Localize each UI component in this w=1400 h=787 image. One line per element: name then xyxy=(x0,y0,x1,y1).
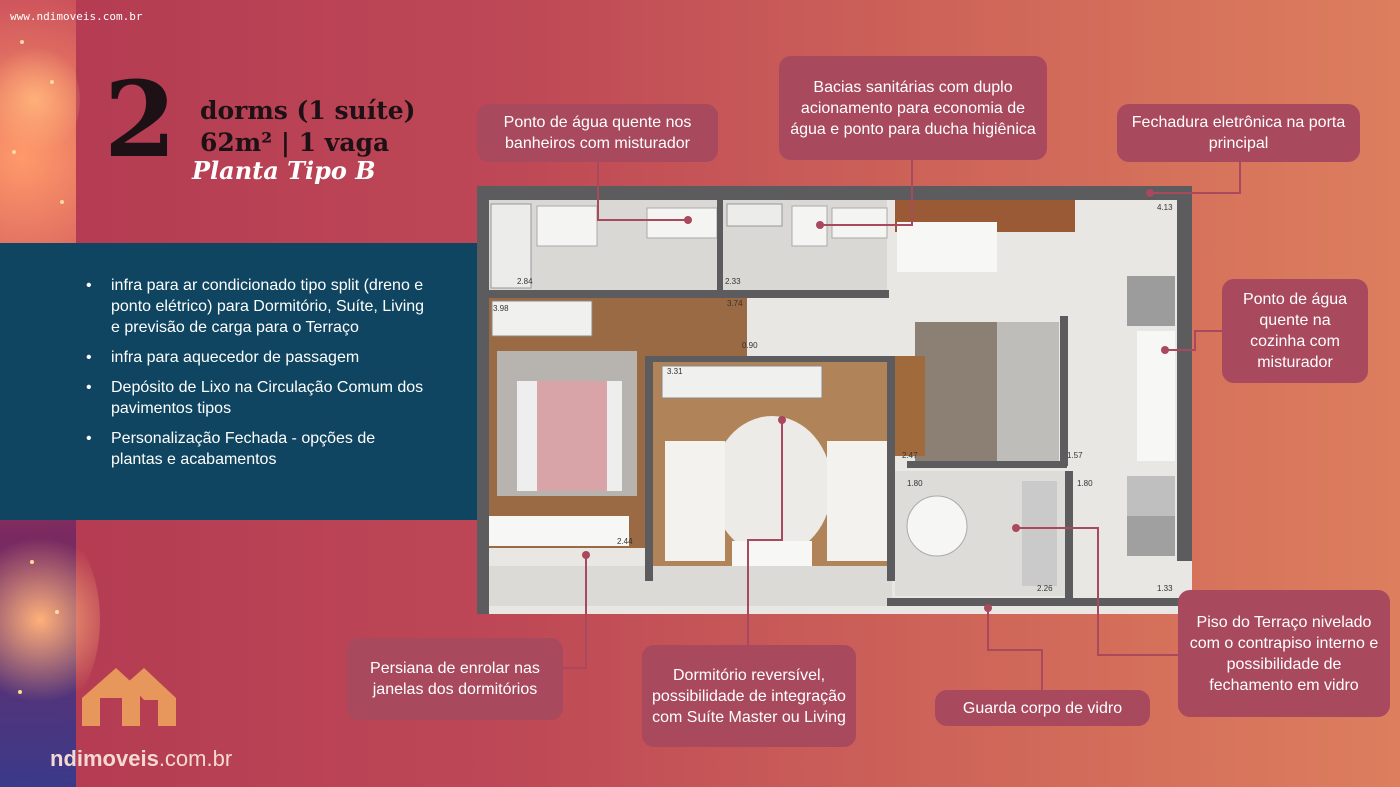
living-sofa xyxy=(997,322,1059,462)
wall-bath-divider xyxy=(717,200,723,295)
bed-left xyxy=(665,441,725,561)
feature-item: •infra para ar condicionado tipo split (… xyxy=(86,277,425,336)
dimension-label: 3.98 xyxy=(493,304,509,313)
wall-living-bottom xyxy=(907,461,1067,468)
wall-kitchen-divider xyxy=(1060,316,1068,466)
toilet-2 xyxy=(791,205,828,247)
dimension-label: 4.13 xyxy=(1157,203,1173,212)
dimension-label: 2.84 xyxy=(517,277,533,286)
bedroom-count: 2 xyxy=(104,58,177,181)
header-line-2: 62m² | 1 vaga xyxy=(200,128,390,157)
dimension-label: 2.44 xyxy=(617,537,633,546)
bedroom2-desk xyxy=(732,541,812,566)
tv-unit xyxy=(895,356,925,456)
wall-bedroom2-top xyxy=(645,356,895,362)
shower-1 xyxy=(490,203,532,289)
suite-desk xyxy=(489,516,629,546)
wall-bath-bottom xyxy=(489,290,889,298)
dimension-label: 1.57 xyxy=(1067,451,1083,460)
dimension-label: 1.33 xyxy=(1157,584,1173,593)
dimension-label: 1.80 xyxy=(1077,479,1093,488)
terrace-table xyxy=(906,495,968,557)
wall-terrace-divider xyxy=(1065,471,1073,601)
wall-bedroom2-left xyxy=(645,356,653,581)
dryer xyxy=(1127,516,1175,556)
feature-item: •Depósito de Lixo na Circulação Comum do… xyxy=(86,379,424,417)
fridge xyxy=(1127,276,1175,326)
bullet-icon: • xyxy=(86,277,92,294)
wall-right xyxy=(1177,186,1192,561)
dimension-label: 2.33 xyxy=(725,277,741,286)
dining-table xyxy=(897,222,997,272)
features-panel: •infra para ar condicionado tipo split (… xyxy=(0,243,477,520)
callout-toilets: Bacias sanitárias com duplo acionamento … xyxy=(779,56,1047,160)
shower-2 xyxy=(726,203,783,227)
sink-1 xyxy=(646,207,718,239)
suite-blanket xyxy=(537,381,607,491)
toilet-1 xyxy=(536,205,598,247)
callout-roller-blinds: Persiana de enrolar nas janelas dos dorm… xyxy=(347,638,563,720)
callout-terrace-floor: Piso do Terraço nivelado com o contrapis… xyxy=(1178,590,1390,717)
brand-name: ndimoveis.com.br xyxy=(50,746,233,771)
dimension-label: 2.26 xyxy=(1037,584,1053,593)
plan-subtitle: Planta Tipo B xyxy=(192,156,376,185)
dimension-label: 3.74 xyxy=(727,299,743,308)
suite-wardrobe xyxy=(491,300,593,337)
callout-glass-railing: Guarda corpo de vidro xyxy=(935,690,1150,726)
callout-hot-water-bathrooms: Ponto de água quente nos banheiros com m… xyxy=(477,104,718,162)
feature-item: •Personalização Fechada - opções de plan… xyxy=(86,430,376,468)
dimension-label: 1.80 xyxy=(907,479,923,488)
dimension-label: 3.31 xyxy=(667,367,683,376)
wall-bottom-right xyxy=(887,598,1192,606)
header-line-1: dorms (1 suíte) xyxy=(200,96,416,125)
kitchen-sink-counter xyxy=(1137,331,1175,461)
terrace-grill xyxy=(1022,481,1057,586)
brand-logo-icon xyxy=(82,668,176,726)
dimension-label: 0.90 xyxy=(742,341,758,350)
callout-electronic-lock: Fechadura eletrônica na porta principal xyxy=(1117,104,1360,162)
wall-left xyxy=(477,186,489,614)
bullet-icon: • xyxy=(86,379,92,396)
washing-machine xyxy=(1127,476,1175,521)
feature-item: •infra para aquecedor de passagem xyxy=(86,349,360,366)
bullet-icon: • xyxy=(86,430,92,447)
wall-top xyxy=(477,186,1192,200)
sink-2 xyxy=(831,207,888,239)
dimension-label: 2.47 xyxy=(902,451,918,460)
site-url: www.ndimoveis.com.br xyxy=(10,10,143,23)
wall-bedroom2-right xyxy=(887,356,895,581)
callout-hot-water-kitchen: Ponto de água quente na cozinha com mist… xyxy=(1222,279,1368,383)
bedroom2-rug xyxy=(712,416,832,556)
bullet-icon: • xyxy=(86,349,92,366)
living-rug xyxy=(915,322,1005,462)
callout-reversible-bedroom: Dormitório reversível, possibilidade de … xyxy=(642,645,856,747)
balcony-floor xyxy=(487,566,892,606)
floor-plan: 2.84 2.33 4.13 3.98 3.74 0.90 3.31 2.47 1.57 2.44… xyxy=(477,186,1192,614)
bedroom2-wardrobe xyxy=(661,365,823,399)
bed-right xyxy=(827,441,887,561)
features-list: •infra para ar condicionado tipo split (… xyxy=(86,275,426,479)
